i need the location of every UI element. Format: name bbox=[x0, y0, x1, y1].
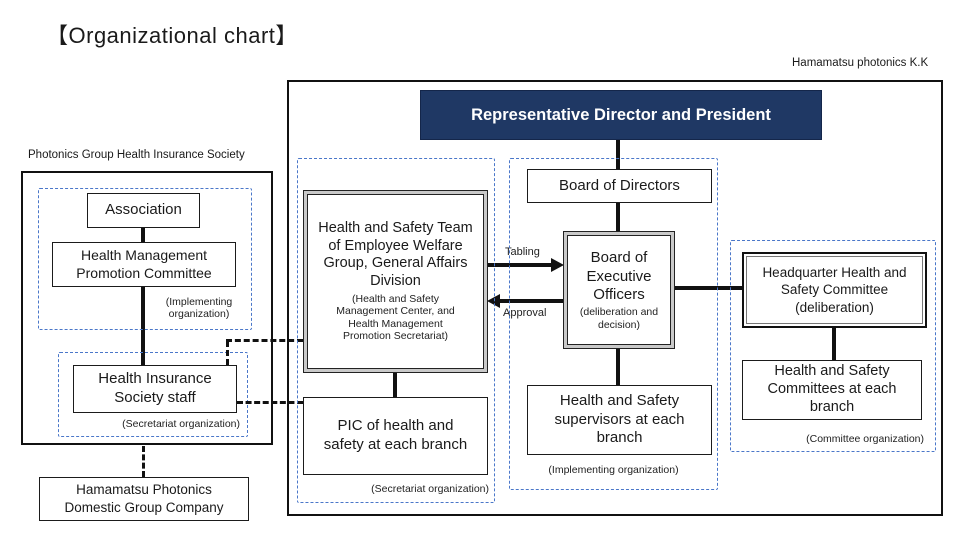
connector-association-committee bbox=[141, 228, 145, 244]
group-company-box: Hamamatsu Photonics Domestic Group Compa… bbox=[39, 477, 249, 521]
connector-committee-staff bbox=[141, 287, 145, 367]
branch-committees-box: Health and Safety Committees at each bra… bbox=[742, 360, 922, 420]
committee-organization-note: (Committee organization) bbox=[806, 433, 924, 445]
connector-hqcommittee-branchcommittees bbox=[832, 328, 836, 360]
hq-committee-subtext: (deliberation) bbox=[795, 299, 874, 315]
executive-board-subtext: (deliberation and decision) bbox=[579, 306, 659, 331]
society-staff-label: Health Insurance Society staff bbox=[98, 370, 212, 406]
pic-branch-box: PIC of health and safety at each branch bbox=[303, 397, 488, 475]
hq-committee-label: Headquarter Health and Safety Committee bbox=[762, 264, 907, 298]
secretariat-organization-note-center: (Secretariat organization) bbox=[371, 483, 489, 495]
insurance-society-frame bbox=[21, 171, 273, 445]
company-frame bbox=[287, 80, 943, 516]
company-name-label: Hamamatsu photonics K.K bbox=[792, 57, 929, 69]
connector-president-directors bbox=[616, 140, 620, 169]
promotion-committee-box: Health Management Promotion Committee bbox=[52, 242, 236, 287]
association-label: Association bbox=[105, 201, 182, 219]
safety-team-subtext: (Health and Safety Management Center, an… bbox=[336, 292, 455, 343]
safety-team-box: Health and Safety Team of Employee Welfa… bbox=[303, 190, 488, 373]
connector-directors-executive bbox=[616, 203, 620, 231]
connector-executive-hqcommittee bbox=[675, 286, 742, 290]
approval-arrowhead-icon bbox=[487, 294, 500, 308]
dashed-connector-staff-team-horizontal bbox=[226, 339, 303, 342]
promotion-committee-label: Health Management Promotion Committee bbox=[76, 247, 212, 281]
implementing-organization-group-center bbox=[509, 158, 718, 490]
secretariat-organization-group-center bbox=[297, 158, 495, 503]
page-title: 【Organizational chart】 bbox=[46, 23, 298, 48]
branch-committees-label: Health and Safety Committees at each bra… bbox=[767, 363, 897, 415]
tabling-label: Tabling bbox=[505, 246, 540, 258]
president-label: Representative Director and President bbox=[471, 105, 771, 124]
board-of-directors-label: Board of Directors bbox=[559, 176, 680, 194]
connector-team-pic bbox=[393, 373, 397, 397]
supervisors-branch-box: Health and Safety supervisors at each br… bbox=[527, 385, 712, 455]
committee-organization-group bbox=[730, 240, 936, 452]
dashed-connector-staff-team-vertical bbox=[226, 341, 229, 365]
supervisors-branch-label: Health and Safety supervisors at each br… bbox=[554, 391, 685, 447]
safety-team-label: Health and Safety Team of Employee Welfa… bbox=[318, 219, 473, 289]
secretariat-organization-note-left: (Secretariat organization) bbox=[122, 418, 240, 430]
association-box: Association bbox=[87, 193, 200, 228]
group-company-label: Hamamatsu Photonics Domestic Group Compa… bbox=[64, 482, 224, 515]
dashed-connector-staff-pic bbox=[237, 401, 303, 404]
implementing-organization-note-center: (Implementing organization) bbox=[548, 464, 679, 476]
president-banner: Representative Director and President bbox=[420, 90, 822, 140]
pic-branch-label: PIC of health and safety at each branch bbox=[323, 417, 468, 453]
implementing-organization-group-left bbox=[38, 188, 252, 330]
tabling-arrowhead-icon bbox=[551, 258, 564, 272]
executive-board-box: Board of Executive Officers (deliberatio… bbox=[563, 231, 675, 349]
executive-board-label: Board of Executive Officers bbox=[586, 248, 652, 304]
hq-committee-box: Headquarter Health and Safety Committee … bbox=[742, 252, 927, 328]
society-staff-box: Health Insurance Society staff bbox=[73, 365, 237, 413]
approval-label: Approval bbox=[503, 307, 547, 319]
approval-arrow-line bbox=[499, 299, 563, 303]
dashed-connector-society-groupcompany bbox=[142, 446, 145, 477]
secretariat-organization-group-left bbox=[58, 352, 248, 437]
board-of-directors-box: Board of Directors bbox=[527, 169, 712, 203]
implementing-organization-note-left: (Implementing organization) bbox=[165, 296, 233, 320]
connector-executive-supervisors bbox=[616, 349, 620, 385]
insurance-society-group-label: Photonics Group Health Insurance Society bbox=[28, 149, 245, 161]
tabling-arrow-line bbox=[488, 263, 552, 267]
